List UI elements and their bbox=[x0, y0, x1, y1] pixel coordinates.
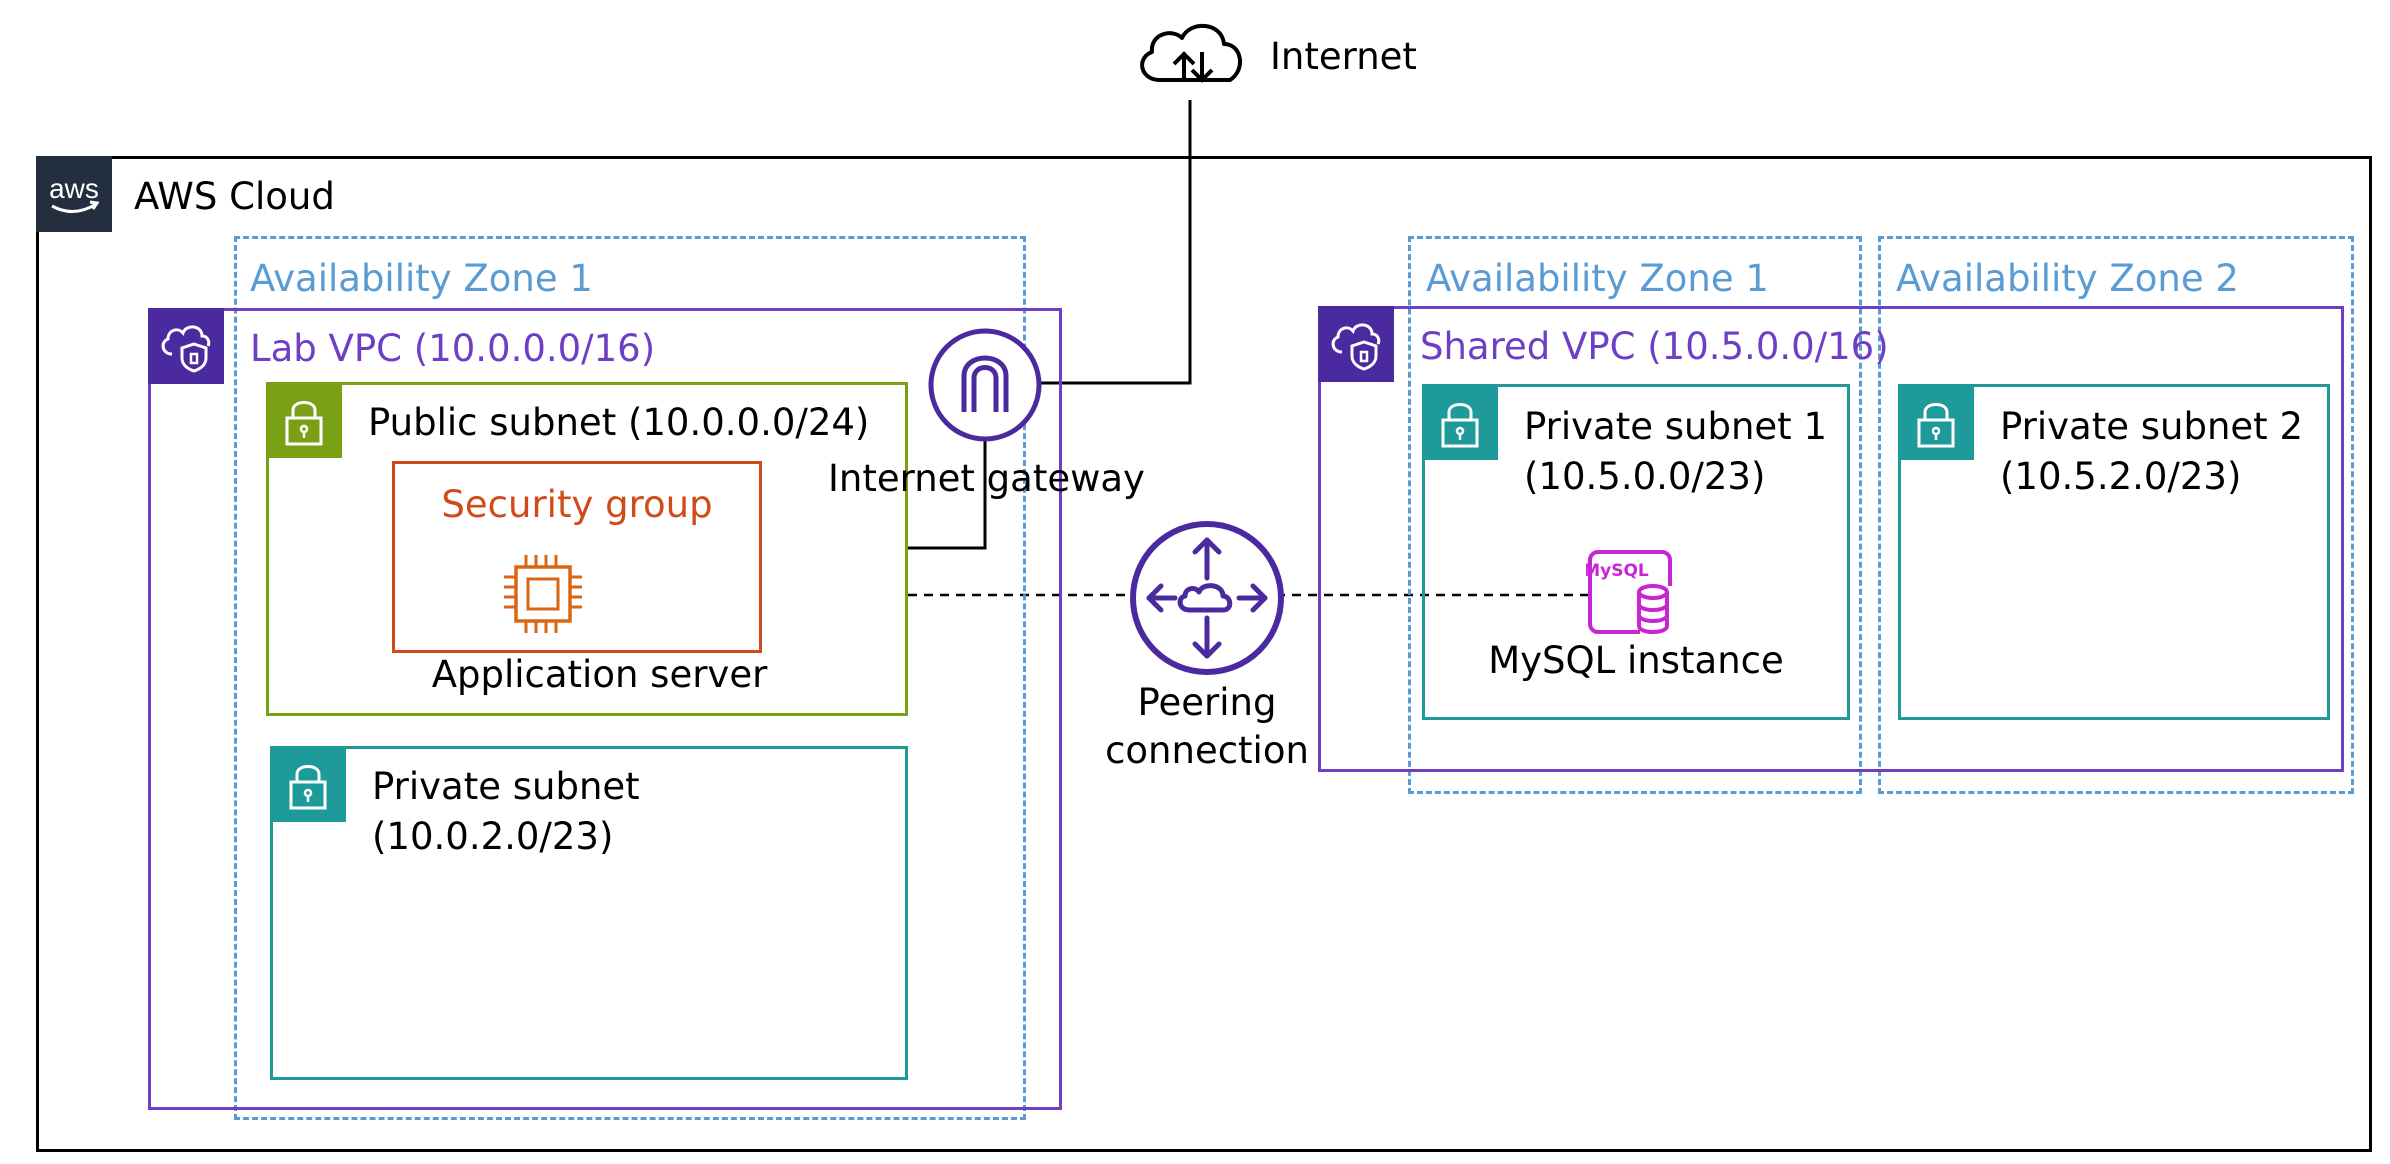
public-subnet-label: Public subnet (10.0.0.0/24) bbox=[368, 401, 870, 444]
right-az2-label: Availability Zone 2 bbox=[1896, 257, 2239, 300]
shared-vpc-icon bbox=[1318, 306, 1394, 382]
mysql-instance-label: MySQL instance bbox=[1488, 639, 1784, 682]
aws-cloud-label: AWS Cloud bbox=[134, 175, 335, 218]
right-availability-zone-1 bbox=[1408, 236, 1862, 794]
igw-public-subnet-line bbox=[908, 440, 987, 550]
internet-gateway-icon bbox=[926, 326, 1044, 444]
left-private-subnet-lock-icon bbox=[270, 746, 346, 822]
lab-vpc-label: Lab VPC (10.0.0.0/16) bbox=[250, 327, 656, 370]
internet-igw-line bbox=[1040, 100, 1192, 385]
left-private-subnet-container bbox=[270, 746, 908, 1080]
private-subnet-2-lock-icon bbox=[1898, 384, 1974, 460]
right-availability-zone-2 bbox=[1878, 236, 2354, 794]
lab-vpc-container bbox=[148, 308, 1062, 1110]
ec2-chip-icon bbox=[500, 551, 586, 637]
shared-vpc-container bbox=[1318, 306, 2344, 772]
public-subnet-lock-icon bbox=[266, 382, 342, 458]
private-subnet-2-container bbox=[1898, 384, 2330, 720]
private-subnet-2-line2: (10.5.2.0/23) bbox=[2000, 455, 2242, 498]
vpc-icon bbox=[148, 308, 224, 384]
left-private-subnet-line2: (10.0.2.0/23) bbox=[372, 815, 614, 858]
private-subnet-1-container bbox=[1422, 384, 1850, 720]
public-subnet-container bbox=[266, 382, 908, 716]
internet-label: Internet bbox=[1270, 35, 1417, 78]
security-group-label: Security group bbox=[441, 483, 713, 526]
peering-connection-icon bbox=[1127, 518, 1287, 678]
svg-text:aws: aws bbox=[49, 173, 99, 204]
mysql-icon: MySQL bbox=[1586, 548, 1676, 638]
peering-label-line2: connection bbox=[1105, 729, 1309, 772]
internet-icon bbox=[1132, 18, 1250, 88]
private-subnet-1-line2: (10.5.0.0/23) bbox=[1524, 455, 1766, 498]
aws-cloud-container bbox=[36, 156, 2372, 1152]
right-az1-label: Availability Zone 1 bbox=[1426, 257, 1769, 300]
internet-gateway-label: Internet gateway bbox=[828, 457, 1145, 500]
mysql-badge-text: MySQL bbox=[1586, 561, 1649, 581]
left-private-subnet-line1: Private subnet bbox=[372, 765, 640, 808]
left-availability-zone-1 bbox=[234, 236, 1026, 1120]
security-group-container bbox=[392, 461, 762, 653]
aws-logo: aws bbox=[36, 156, 112, 232]
private-subnet-1-line1: Private subnet 1 bbox=[1524, 405, 1827, 448]
left-az-label: Availability Zone 1 bbox=[250, 257, 593, 300]
shared-vpc-label: Shared VPC (10.5.0.0/16) bbox=[1420, 325, 1889, 368]
application-server-label: Application server bbox=[431, 653, 768, 696]
peering-label-line1: Peering bbox=[1137, 681, 1277, 724]
private-subnet-1-lock-icon bbox=[1422, 384, 1498, 460]
private-subnet-2-line1: Private subnet 2 bbox=[2000, 405, 2303, 448]
